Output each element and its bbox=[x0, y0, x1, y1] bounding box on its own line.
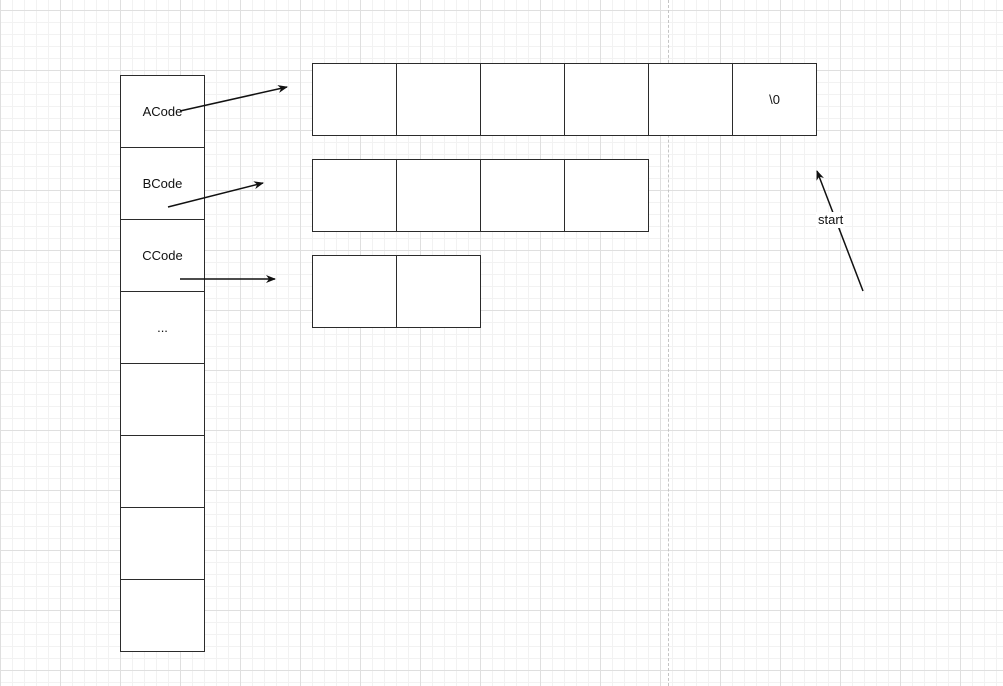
start-label: start bbox=[816, 212, 846, 228]
start-arrow[interactable] bbox=[816, 170, 864, 292]
pointer-cell-acode[interactable]: ACode bbox=[120, 75, 205, 148]
pointer-cell-bcode[interactable]: BCode bbox=[120, 147, 205, 220]
pointer-cell-ccode[interactable]: CCode bbox=[120, 219, 205, 292]
string-a-null-terminator-cell[interactable]: \0 bbox=[732, 63, 817, 136]
pointer-cell-ellipsis[interactable]: ... bbox=[120, 291, 205, 364]
string-c-cell-1[interactable] bbox=[312, 255, 397, 328]
pointer-cell-empty-1[interactable] bbox=[120, 363, 205, 436]
string-a-cell-5[interactable] bbox=[648, 63, 733, 136]
pointer-cell-empty-2[interactable] bbox=[120, 435, 205, 508]
string-c-cell-2[interactable] bbox=[396, 255, 481, 328]
page-break-divider bbox=[668, 0, 669, 686]
string-a-cell-2[interactable] bbox=[396, 63, 481, 136]
pointer-cell-empty-4[interactable] bbox=[120, 579, 205, 652]
string-b-cell-4[interactable] bbox=[564, 159, 649, 232]
string-a-cell-3[interactable] bbox=[480, 63, 565, 136]
string-b-cell-1[interactable] bbox=[312, 159, 397, 232]
string-b-cell-3[interactable] bbox=[480, 159, 565, 232]
string-a-cell-1[interactable] bbox=[312, 63, 397, 136]
string-a-cell-4[interactable] bbox=[564, 63, 649, 136]
pointer-cell-empty-3[interactable] bbox=[120, 507, 205, 580]
string-b-cell-2[interactable] bbox=[396, 159, 481, 232]
